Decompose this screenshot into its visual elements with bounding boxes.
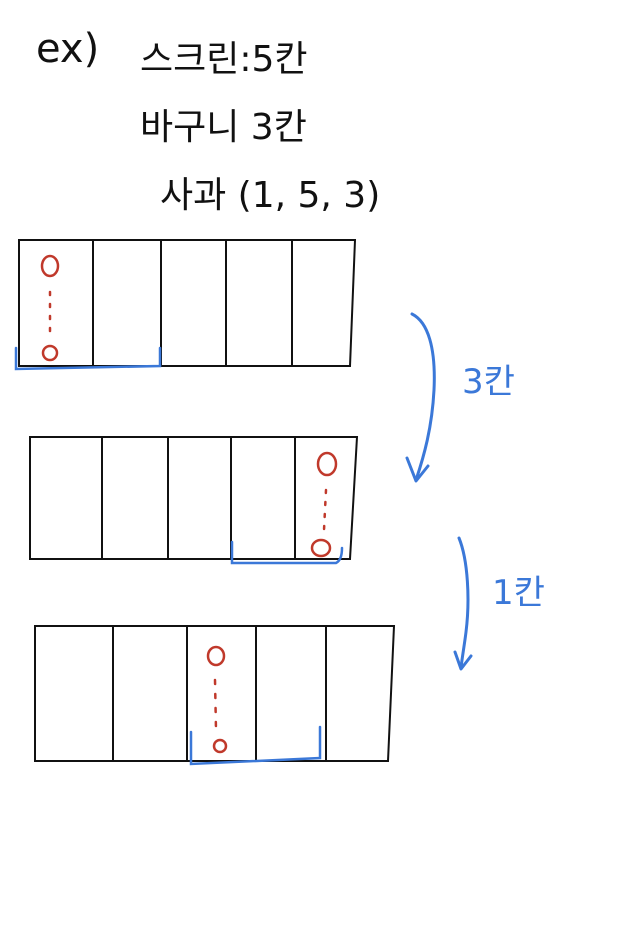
apple-end: [212, 738, 228, 754]
example-label: ex): [36, 26, 100, 72]
apple-end: [310, 538, 332, 558]
apple-path: [213, 678, 218, 732]
step-1-label: 3칸: [462, 362, 515, 402]
apple-drop-1: [40, 254, 60, 362]
down-arrow-step-1: [405, 312, 436, 483]
screen-outline: [29, 436, 359, 560]
apples-sequence-text: 사과 (1, 5, 3): [160, 175, 381, 216]
basket-size-text: 바구니 3칸: [140, 107, 307, 148]
apple-drop-3: [206, 645, 228, 754]
basket-3: [189, 725, 322, 766]
apple-start: [316, 451, 338, 477]
basket-1: [14, 346, 162, 371]
screen-frame-1: [18, 239, 357, 367]
apple-drop-2: [310, 451, 338, 558]
screen-outline: [34, 625, 396, 762]
down-arrow-step-2: [453, 536, 473, 671]
screen-outline: [18, 239, 357, 367]
apple-end: [41, 344, 59, 362]
apple-start: [40, 254, 60, 278]
screen-frame-2: [29, 436, 359, 560]
apple-start: [206, 645, 226, 667]
screen-size-text: 스크린:5칸: [140, 39, 308, 80]
step-2-label: 1칸: [492, 573, 545, 613]
apple-path: [322, 488, 328, 532]
basket-2: [230, 540, 344, 565]
screen-frame-3: [34, 625, 396, 762]
